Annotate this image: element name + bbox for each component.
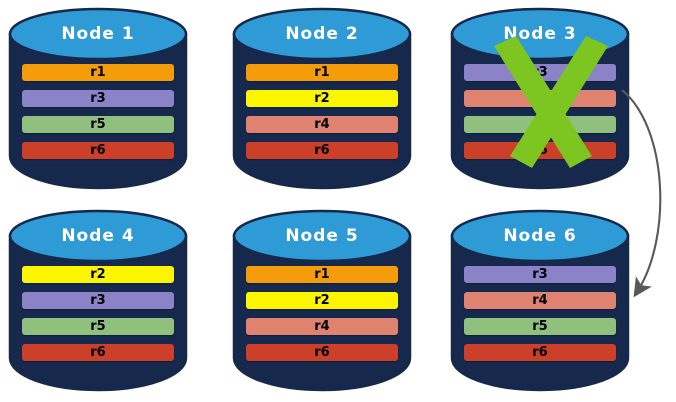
record-bar-r1[interactable]: r1 xyxy=(22,64,174,81)
record-bar-r4[interactable]: r4 xyxy=(464,90,616,107)
record-bar-r1[interactable]: r1 xyxy=(246,64,398,81)
record-bar-r6[interactable]: r6 xyxy=(246,142,398,159)
record-bar-r5[interactable]: r5 xyxy=(22,116,174,133)
record-bar-r6[interactable]: r6 xyxy=(464,344,616,361)
record-bar-r3[interactable]: r3 xyxy=(22,292,174,309)
record-list: r3 r4 r5 r6 xyxy=(464,64,616,168)
record-list: r2 r3 r5 r6 xyxy=(22,266,174,370)
record-bar-r1[interactable]: r1 xyxy=(246,266,398,283)
record-bar-r4[interactable]: r4 xyxy=(246,116,398,133)
record-bar-r5[interactable]: r5 xyxy=(464,116,616,133)
record-list: r1 r2 r4 r6 xyxy=(246,266,398,370)
record-bar-r2[interactable]: r2 xyxy=(246,292,398,309)
record-bar-r5[interactable]: r5 xyxy=(22,318,174,335)
record-bar-r6[interactable]: r6 xyxy=(246,344,398,361)
record-bar-r6[interactable]: r6 xyxy=(464,142,616,159)
record-bar-r3[interactable]: r3 xyxy=(464,64,616,81)
record-bar-r3[interactable]: r3 xyxy=(22,90,174,107)
record-bar-r2[interactable]: r2 xyxy=(246,90,398,107)
record-bar-r6[interactable]: r6 xyxy=(22,344,174,361)
record-bar-r4[interactable]: r4 xyxy=(246,318,398,335)
record-bar-r4[interactable]: r4 xyxy=(464,292,616,309)
record-bar-r5[interactable]: r5 xyxy=(464,318,616,335)
record-list: r1 r3 r5 r6 xyxy=(22,64,174,168)
record-list: r1 r2 r4 r6 xyxy=(246,64,398,168)
record-bar-r2[interactable]: r2 xyxy=(22,266,174,283)
record-bar-r6[interactable]: r6 xyxy=(22,142,174,159)
record-bar-r3[interactable]: r3 xyxy=(464,266,616,283)
record-list: r3 r4 r5 r6 xyxy=(464,266,616,370)
